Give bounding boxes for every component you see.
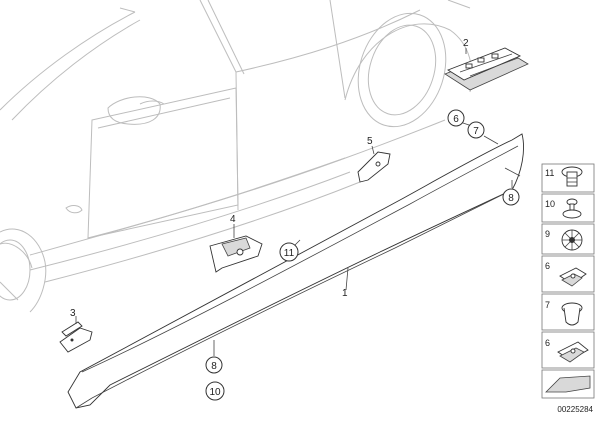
bracket-left-part <box>59 316 93 353</box>
legend-number: 11 <box>545 168 554 178</box>
callout-labels: 1 2 3 4 5 6 7 8 11 8 10 <box>70 38 520 401</box>
legend-item-seal <box>541 369 595 399</box>
legend-number: 9 <box>545 229 550 239</box>
legend-number: 10 <box>545 199 555 209</box>
callout-1: 1 <box>342 288 348 299</box>
clip-nut-icon <box>557 341 589 363</box>
callout-5: 5 <box>367 136 373 147</box>
callout-8-lower-circle <box>205 356 223 374</box>
callout-10: 10 <box>209 387 221 398</box>
legend-item-10: 10 <box>541 193 595 223</box>
callout-4: 4 <box>230 214 236 225</box>
legend-item-6a: 6 <box>541 255 595 293</box>
diagram-code: 00225284 <box>557 405 593 414</box>
legend-number: 6 <box>545 261 550 271</box>
bracket-upper-part <box>357 145 391 183</box>
side-skirt-part <box>67 133 524 409</box>
callout-11-circle <box>279 242 299 262</box>
legend-number: 7 <box>545 300 550 310</box>
callout-6: 6 <box>453 114 459 125</box>
car-body-outline <box>0 0 473 313</box>
legend-item-7: 7 <box>541 293 595 331</box>
star-clip-icon <box>561 229 583 251</box>
push-rivet-icon <box>561 166 583 187</box>
bracket-center-part <box>209 224 263 273</box>
callout-7: 7 <box>473 126 479 137</box>
callout-3: 3 <box>70 308 76 319</box>
callout-8-right-circle <box>502 188 520 206</box>
callout-2: 2 <box>463 38 469 49</box>
legend-item-9: 9 <box>541 223 595 255</box>
legend-panel: 11 10 9 <box>541 163 595 399</box>
legend-item-6b: 6 <box>541 331 595 369</box>
clip-nut-icon <box>559 267 587 287</box>
cover-plate-part <box>444 47 529 91</box>
seal-strip-icon <box>545 375 591 393</box>
callout-6-circle <box>447 109 465 127</box>
legend-number: 6 <box>545 338 550 348</box>
callout-8-right: 8 <box>508 193 514 204</box>
callout-8-lower: 8 <box>211 361 217 372</box>
expanding-rivet-icon <box>562 198 582 219</box>
grommet-icon <box>561 302 583 326</box>
callout-11: 11 <box>284 248 295 259</box>
callout-7-circle <box>467 121 485 139</box>
legend-item-11: 11 <box>541 163 595 193</box>
callout-10-circle <box>205 381 225 401</box>
